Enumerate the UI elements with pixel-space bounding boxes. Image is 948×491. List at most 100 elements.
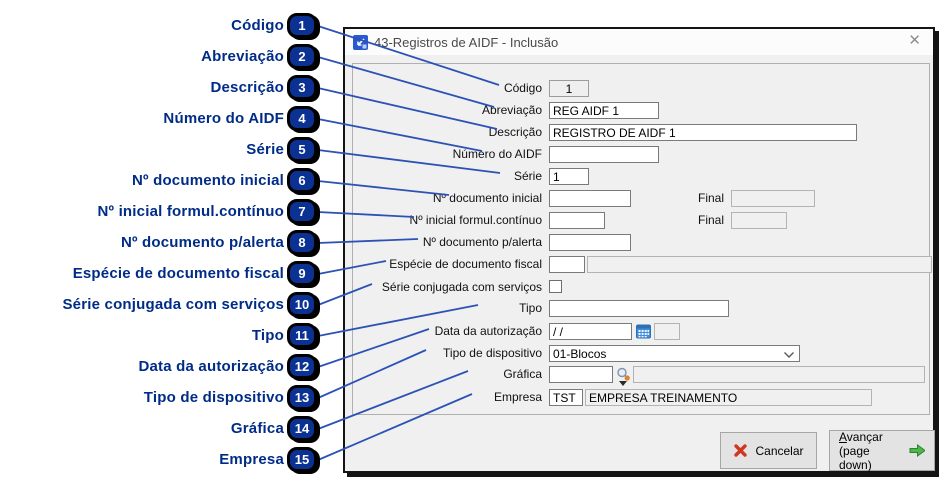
annotation-badge: 6: [287, 168, 317, 193]
annotation-label: Nº documento p/alerta: [120, 234, 284, 251]
close-button[interactable]: ✕: [908, 32, 921, 49]
row-grafica: Gráfica: [345, 366, 937, 386]
annotation-badge: 7: [287, 199, 317, 224]
annotation-label: Tipo de dispositivo: [143, 389, 284, 406]
row-especie: Espécie de documento fiscal: [345, 256, 937, 273]
doc-inicial-label: Nº documento inicial: [432, 191, 542, 205]
cancelar-label: Cancelar: [755, 443, 804, 458]
numero-aidf-field[interactable]: [549, 146, 659, 163]
annotation-label: Nº inicial formul.contínuo: [97, 203, 284, 220]
annotation-label: Código: [231, 17, 284, 34]
empresa-name-field: EMPRESA TREINAMENTO: [585, 389, 872, 406]
codigo-field: 1: [549, 80, 589, 97]
tipo-label: Tipo: [519, 301, 542, 315]
empresa-code-field[interactable]: TST: [549, 389, 583, 406]
grafica-descr-field: [633, 366, 925, 383]
formul-continuo-label: Nº inicial formul.contínuo: [409, 213, 542, 227]
annotation-label: Espécie de documento fiscal: [72, 265, 284, 282]
cancelar-button[interactable]: Cancelar: [720, 432, 817, 469]
avancar-button[interactable]: Avançar (page down): [829, 429, 935, 472]
avancar-label: Avançar (page down): [839, 429, 883, 472]
calendar-icon: [635, 324, 651, 339]
serie-field[interactable]: 1: [549, 168, 589, 185]
especie-label: Espécie de documento fiscal: [389, 257, 542, 271]
row-tipo-dispositivo: Tipo de dispositivo 01-Blocos: [345, 345, 937, 362]
row-numero-aidf: Número do AIDF: [345, 146, 937, 163]
app-icon: [353, 34, 368, 50]
formul-continuo-field[interactable]: [549, 212, 605, 229]
tipo-dispositivo-select[interactable]: 01-Blocos: [549, 345, 800, 362]
annotation-badge: 1: [287, 13, 317, 38]
tipo-field[interactable]: [549, 300, 729, 317]
doc-alerta-field[interactable]: [549, 234, 631, 251]
window-title: 43-Registros de AIDF - Inclusão: [374, 34, 559, 50]
annotation-label: Nº documento inicial: [132, 172, 284, 189]
tipo-dispositivo-label: Tipo de dispositivo: [443, 346, 542, 360]
serie-label: Série: [513, 169, 542, 183]
tipo-dispositivo-value: 01-Blocos: [553, 347, 607, 361]
row-data-autorizacao: Data da autorização / /: [345, 323, 937, 340]
annotation-label: Descrição: [210, 79, 284, 96]
data-autorizacao-label: Data da autorização: [434, 324, 542, 338]
doc-inicial-field[interactable]: [549, 190, 631, 207]
serie-conjugada-label: Série conjugada com serviços: [381, 280, 542, 294]
doc-inicial-final-label: Final: [697, 191, 724, 205]
annotation-label: Empresa: [219, 451, 284, 468]
descricao-field[interactable]: REGISTRO DE AIDF 1: [549, 124, 857, 141]
descricao-label: Descrição: [488, 125, 542, 139]
cancel-x-icon: [734, 444, 748, 457]
serie-conjugada-checkbox[interactable]: [549, 280, 562, 293]
codigo-label: Código: [503, 81, 542, 95]
row-formul-continuo: Nº inicial formul.contínuo Final: [345, 212, 937, 229]
annotation-badge: 8: [287, 230, 317, 255]
row-serie-conjugada: Série conjugada com serviços: [345, 279, 937, 296]
abreviacao-label: Abreviação: [481, 103, 542, 117]
row-serie: Série 1: [345, 168, 937, 185]
annotation-badge: 3: [287, 75, 317, 100]
annotation-label: Série: [246, 141, 284, 158]
annotation-badge: 14: [287, 416, 317, 441]
doc-inicial-final-field: [731, 190, 815, 207]
chevron-down-icon: [784, 352, 794, 358]
annotation-badge: 11: [287, 323, 317, 348]
annotation-badge: 10: [287, 292, 317, 317]
row-descricao: Descrição REGISTRO DE AIDF 1: [345, 124, 937, 141]
data-autorizacao-aux-field: [654, 323, 680, 340]
grafica-label: Gráfica: [503, 367, 542, 381]
annotation-badge: 12: [287, 354, 317, 379]
calendar-button[interactable]: [634, 323, 652, 340]
annotation-badge: 5: [287, 137, 317, 162]
annotation-badge: 15: [287, 447, 317, 472]
annotation-label: Número do AIDF: [163, 110, 284, 127]
especie-descr-field: [587, 256, 932, 273]
annotation-badge: 9: [287, 261, 317, 286]
annotation-badge: 4: [287, 106, 317, 131]
annotation-label: Série conjugada com serviços: [62, 296, 284, 313]
row-doc-alerta: Nº documento p/alerta: [345, 234, 937, 251]
search-dropdown-arrow-icon[interactable]: [619, 381, 627, 386]
row-empresa: Empresa TST EMPRESA TREINAMENTO: [345, 389, 937, 406]
annotation-label: Tipo: [251, 327, 284, 344]
data-autorizacao-field[interactable]: / /: [549, 323, 632, 340]
grafica-search-button[interactable]: [615, 366, 631, 383]
row-tipo: Tipo: [345, 300, 937, 317]
annotation-badge: 2: [287, 44, 317, 69]
numero-aidf-label: Número do AIDF: [452, 147, 542, 161]
annotation-label: Gráfica: [230, 420, 284, 437]
advance-arrow-icon: [909, 444, 925, 457]
annotation-label: Abreviação: [201, 48, 284, 65]
annotation-badge: 13: [287, 385, 317, 410]
search-icon: [616, 367, 630, 381]
abreviacao-field[interactable]: REG AIDF 1: [549, 102, 659, 119]
formul-continuo-final-field: [731, 212, 787, 229]
especie-code-field[interactable]: [549, 256, 585, 273]
doc-alerta-label: Nº documento p/alerta: [422, 235, 542, 249]
dialog-titlebar: 43-Registros de AIDF - Inclusão ✕: [345, 29, 933, 55]
grafica-code-field[interactable]: [549, 366, 613, 383]
row-codigo: Código 1: [345, 80, 937, 97]
row-abreviacao: Abreviação REG AIDF 1: [345, 102, 937, 119]
dialog-window: 43-Registros de AIDF - Inclusão ✕ Código…: [343, 27, 935, 473]
annotation-label: Data da autorização: [138, 358, 284, 375]
formul-continuo-final-label: Final: [697, 213, 724, 227]
empresa-label: Empresa: [493, 390, 542, 404]
